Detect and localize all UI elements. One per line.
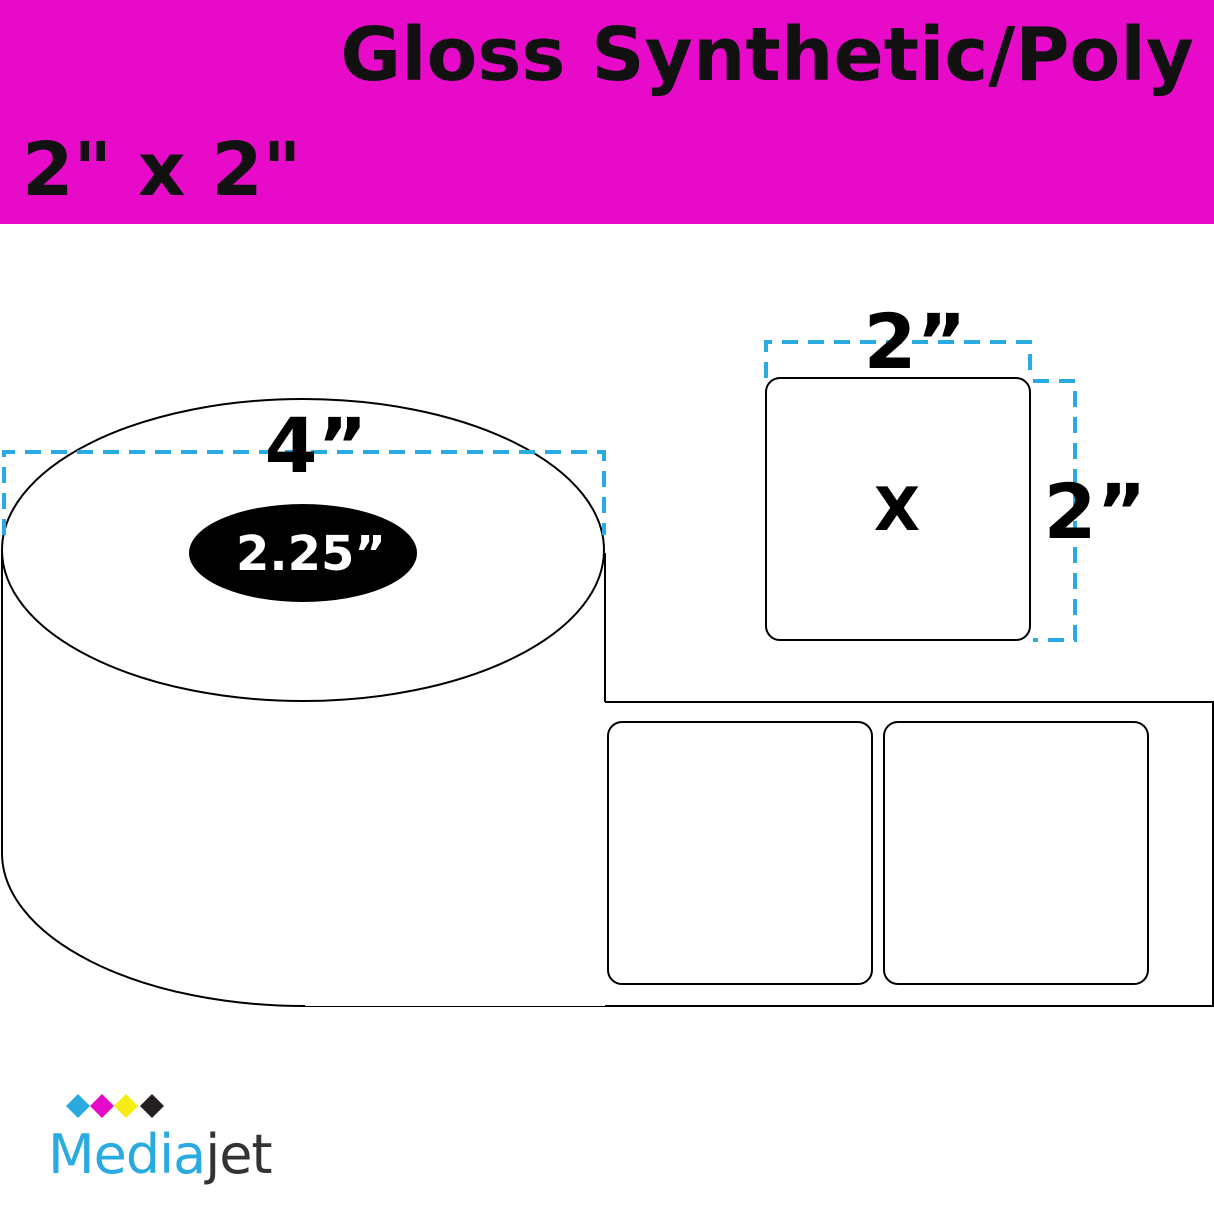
roll-width-dimension-line — [2, 450, 606, 535]
label-on-liner — [607, 721, 873, 985]
label-width-label: 2” — [864, 297, 967, 386]
core-diameter-label: 2.25” — [236, 526, 386, 582]
product-size: 2" x 2" — [22, 127, 302, 213]
label-height-dimension-line — [1033, 379, 1077, 642]
header-banner — [0, 0, 1214, 224]
product-title: Gloss Synthetic/Poly — [340, 12, 1194, 98]
logo-dots-icon — [66, 1094, 164, 1118]
logo-wordmark-part: Media — [48, 1123, 206, 1186]
logo-wordmark: Mediajet — [48, 1120, 273, 1190]
roll-core — [189, 504, 417, 602]
mediajet-logo: Mediajet — [48, 1090, 298, 1200]
label-width-dimension-line — [764, 340, 1032, 378]
roll-body-outline — [1, 553, 306, 1008]
single-label — [765, 377, 1031, 641]
label-on-liner — [883, 721, 1149, 985]
roll-width-label: 4” — [265, 401, 368, 490]
label-height-label: 2” — [1044, 467, 1147, 556]
logo-wordmark-part: jet — [205, 1123, 272, 1186]
label-mark: X — [874, 475, 920, 545]
